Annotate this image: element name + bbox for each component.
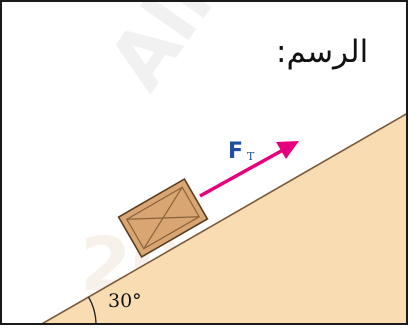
crate xyxy=(117,177,209,259)
watermark-text-top: Alll xyxy=(92,0,246,106)
angle-label: 30° xyxy=(108,290,142,312)
crate-inner-frame xyxy=(125,186,201,250)
tension-force-arrow xyxy=(199,141,299,198)
crate-brace-2 xyxy=(143,186,183,250)
force-symbol: F xyxy=(228,139,243,164)
force-subscript: T xyxy=(247,150,255,163)
force-arrowhead xyxy=(276,141,299,159)
diagram-caption: الرسم: xyxy=(276,34,369,70)
incline-edge xyxy=(39,112,408,326)
force-arrow-shaft xyxy=(199,148,284,198)
